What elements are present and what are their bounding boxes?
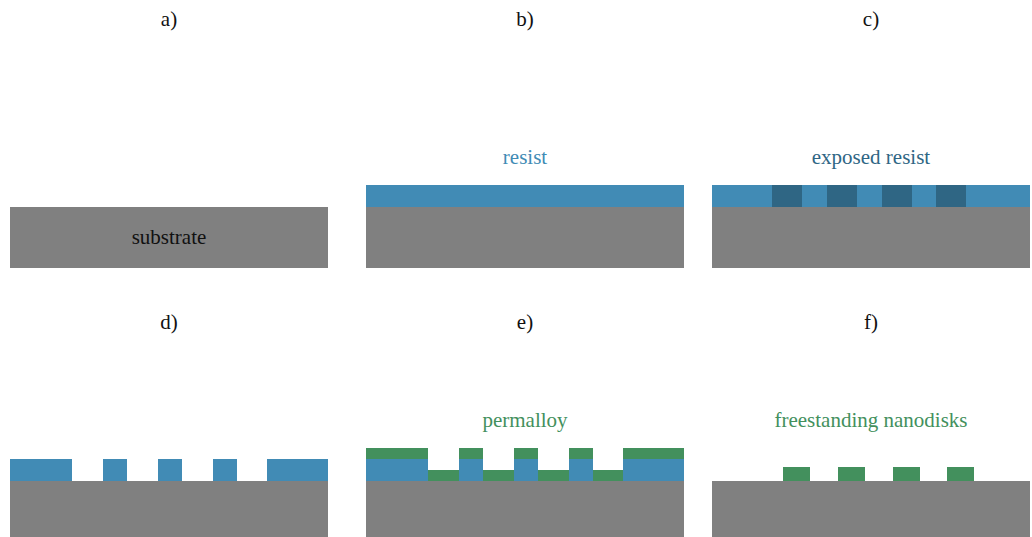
resist-layer bbox=[366, 185, 684, 207]
layer-label: permalloy bbox=[482, 409, 567, 432]
permalloy-layer bbox=[366, 448, 684, 481]
panel-letter: d) bbox=[160, 311, 178, 334]
panel-letter: a) bbox=[161, 8, 177, 31]
substrate-layer bbox=[366, 481, 684, 537]
substrate-layer bbox=[10, 481, 328, 537]
layer-label: exposed resist bbox=[812, 146, 930, 169]
developed-resist bbox=[366, 459, 684, 481]
resist-layer bbox=[712, 185, 1030, 207]
substrate-layer bbox=[712, 481, 1030, 537]
substrate-box: substrate bbox=[10, 207, 328, 268]
layer-label: freestanding nanodisks bbox=[774, 409, 967, 432]
exposed-resist bbox=[772, 185, 966, 207]
panel-letter: f) bbox=[864, 311, 878, 334]
developed-resist bbox=[10, 459, 328, 481]
substrate-layer bbox=[366, 207, 684, 268]
substrate-layer bbox=[712, 207, 1030, 268]
panel-letter: e) bbox=[517, 311, 533, 334]
panel-letter: b) bbox=[516, 8, 534, 31]
nanodisks bbox=[783, 467, 974, 481]
panel-letter: c) bbox=[863, 8, 879, 31]
layer-name: substrate bbox=[132, 225, 207, 250]
layer-label: resist bbox=[503, 146, 547, 169]
